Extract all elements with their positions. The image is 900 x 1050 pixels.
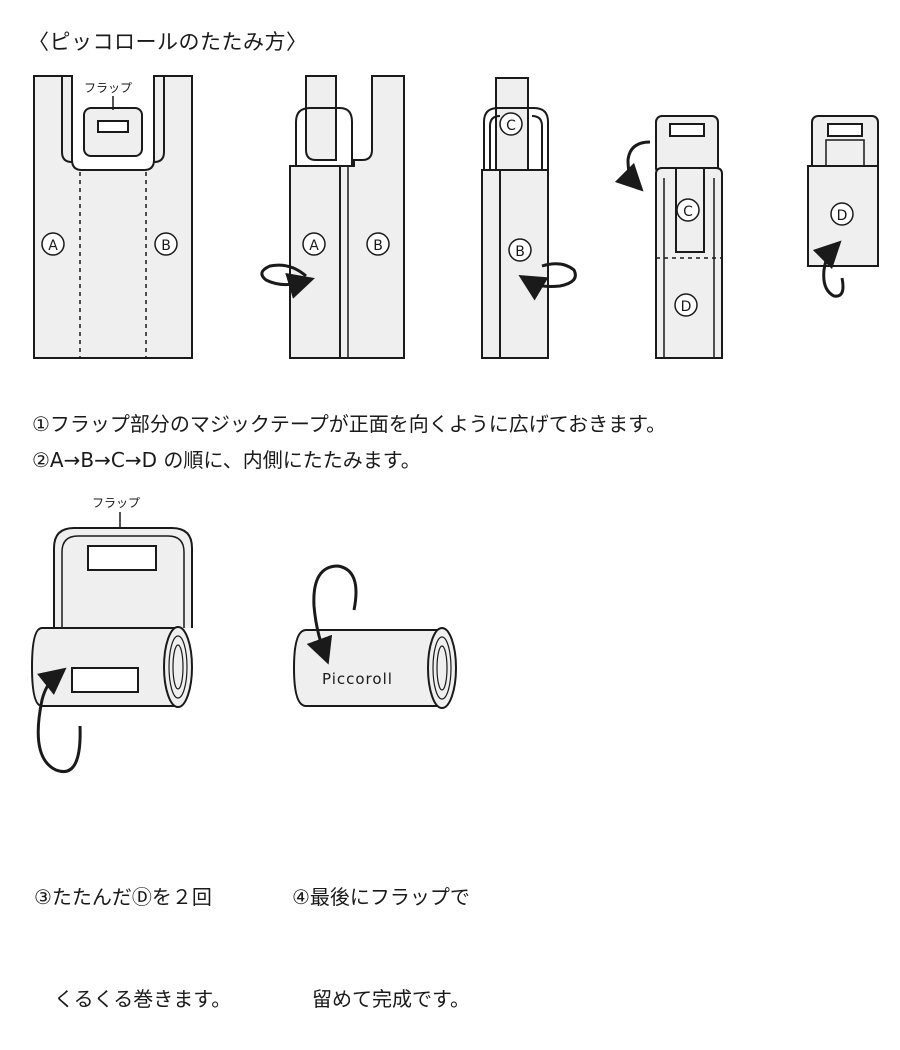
flap-label-1: フラップ	[84, 81, 132, 95]
page-title: 〈ピッコロールのたたみ方〉	[28, 30, 308, 54]
fold-arrow-c	[614, 140, 651, 192]
svg-text:C: C	[683, 204, 693, 220]
flap-label-2: フラップ	[92, 496, 140, 510]
roll-arrow-4	[306, 564, 358, 665]
fold-arrow-a	[260, 263, 315, 299]
circle-label-d-5: D	[830, 202, 854, 226]
circle-label-b-2: B	[366, 232, 390, 256]
caption-step-3-line-2: くるくる巻きます。	[34, 987, 232, 1011]
instructions: ①フラップ部分のマジックテープが正面を向くように広げておきます。 ②A→B→C→…	[32, 406, 666, 478]
folding-diagram: フラップ A B A B C B	[30, 75, 879, 773]
caption-step-4-line-2: 留めて完成です。	[292, 987, 470, 1011]
fold-arrow-d	[812, 240, 845, 298]
svg-text:B: B	[161, 238, 171, 254]
circle-label-c-3: C	[499, 112, 523, 136]
circle-label-c-4: C	[676, 198, 700, 222]
circle-label-d-4: D	[674, 293, 698, 317]
fig-rolling	[30, 527, 193, 708]
instruction-step-1: ①フラップ部分のマジックテープが正面を向くように広げておきます。	[32, 412, 667, 436]
fold-arrow-b	[518, 262, 577, 301]
caption-step-3-line-1: ③たたんだⒹを２回	[34, 885, 212, 909]
circle-label-a-1: A	[41, 232, 65, 256]
fig-fold-a	[289, 75, 405, 359]
circle-label-b-3: B	[508, 238, 532, 262]
caption-step-4-line-1: ④最後にフラップで	[292, 885, 470, 909]
fig-finished-roll	[292, 627, 457, 709]
fig-fold-c	[655, 115, 723, 359]
caption-step-4: ④最後にフラップで 留めて完成です。	[292, 812, 470, 1050]
svg-text:B: B	[373, 238, 383, 254]
caption-step-3: ③たたんだⒹを２回 くるくる巻きます。	[34, 812, 231, 1050]
svg-text:A: A	[48, 238, 58, 254]
svg-text:A: A	[309, 238, 319, 254]
fig-open-bag	[33, 75, 193, 359]
fig-fold-d	[807, 115, 879, 267]
svg-text:D: D	[681, 299, 692, 315]
brand-text: Piccoroll	[322, 670, 393, 688]
svg-text:C: C	[506, 118, 516, 134]
circle-label-b-1: B	[154, 232, 178, 256]
roll-arrow-3	[36, 667, 82, 773]
svg-text:D: D	[837, 208, 848, 224]
instruction-step-2: ②A→B→C→D の順に、内側にたたみます。	[32, 448, 421, 472]
circle-label-a-2: A	[302, 232, 326, 256]
svg-text:B: B	[515, 244, 525, 260]
